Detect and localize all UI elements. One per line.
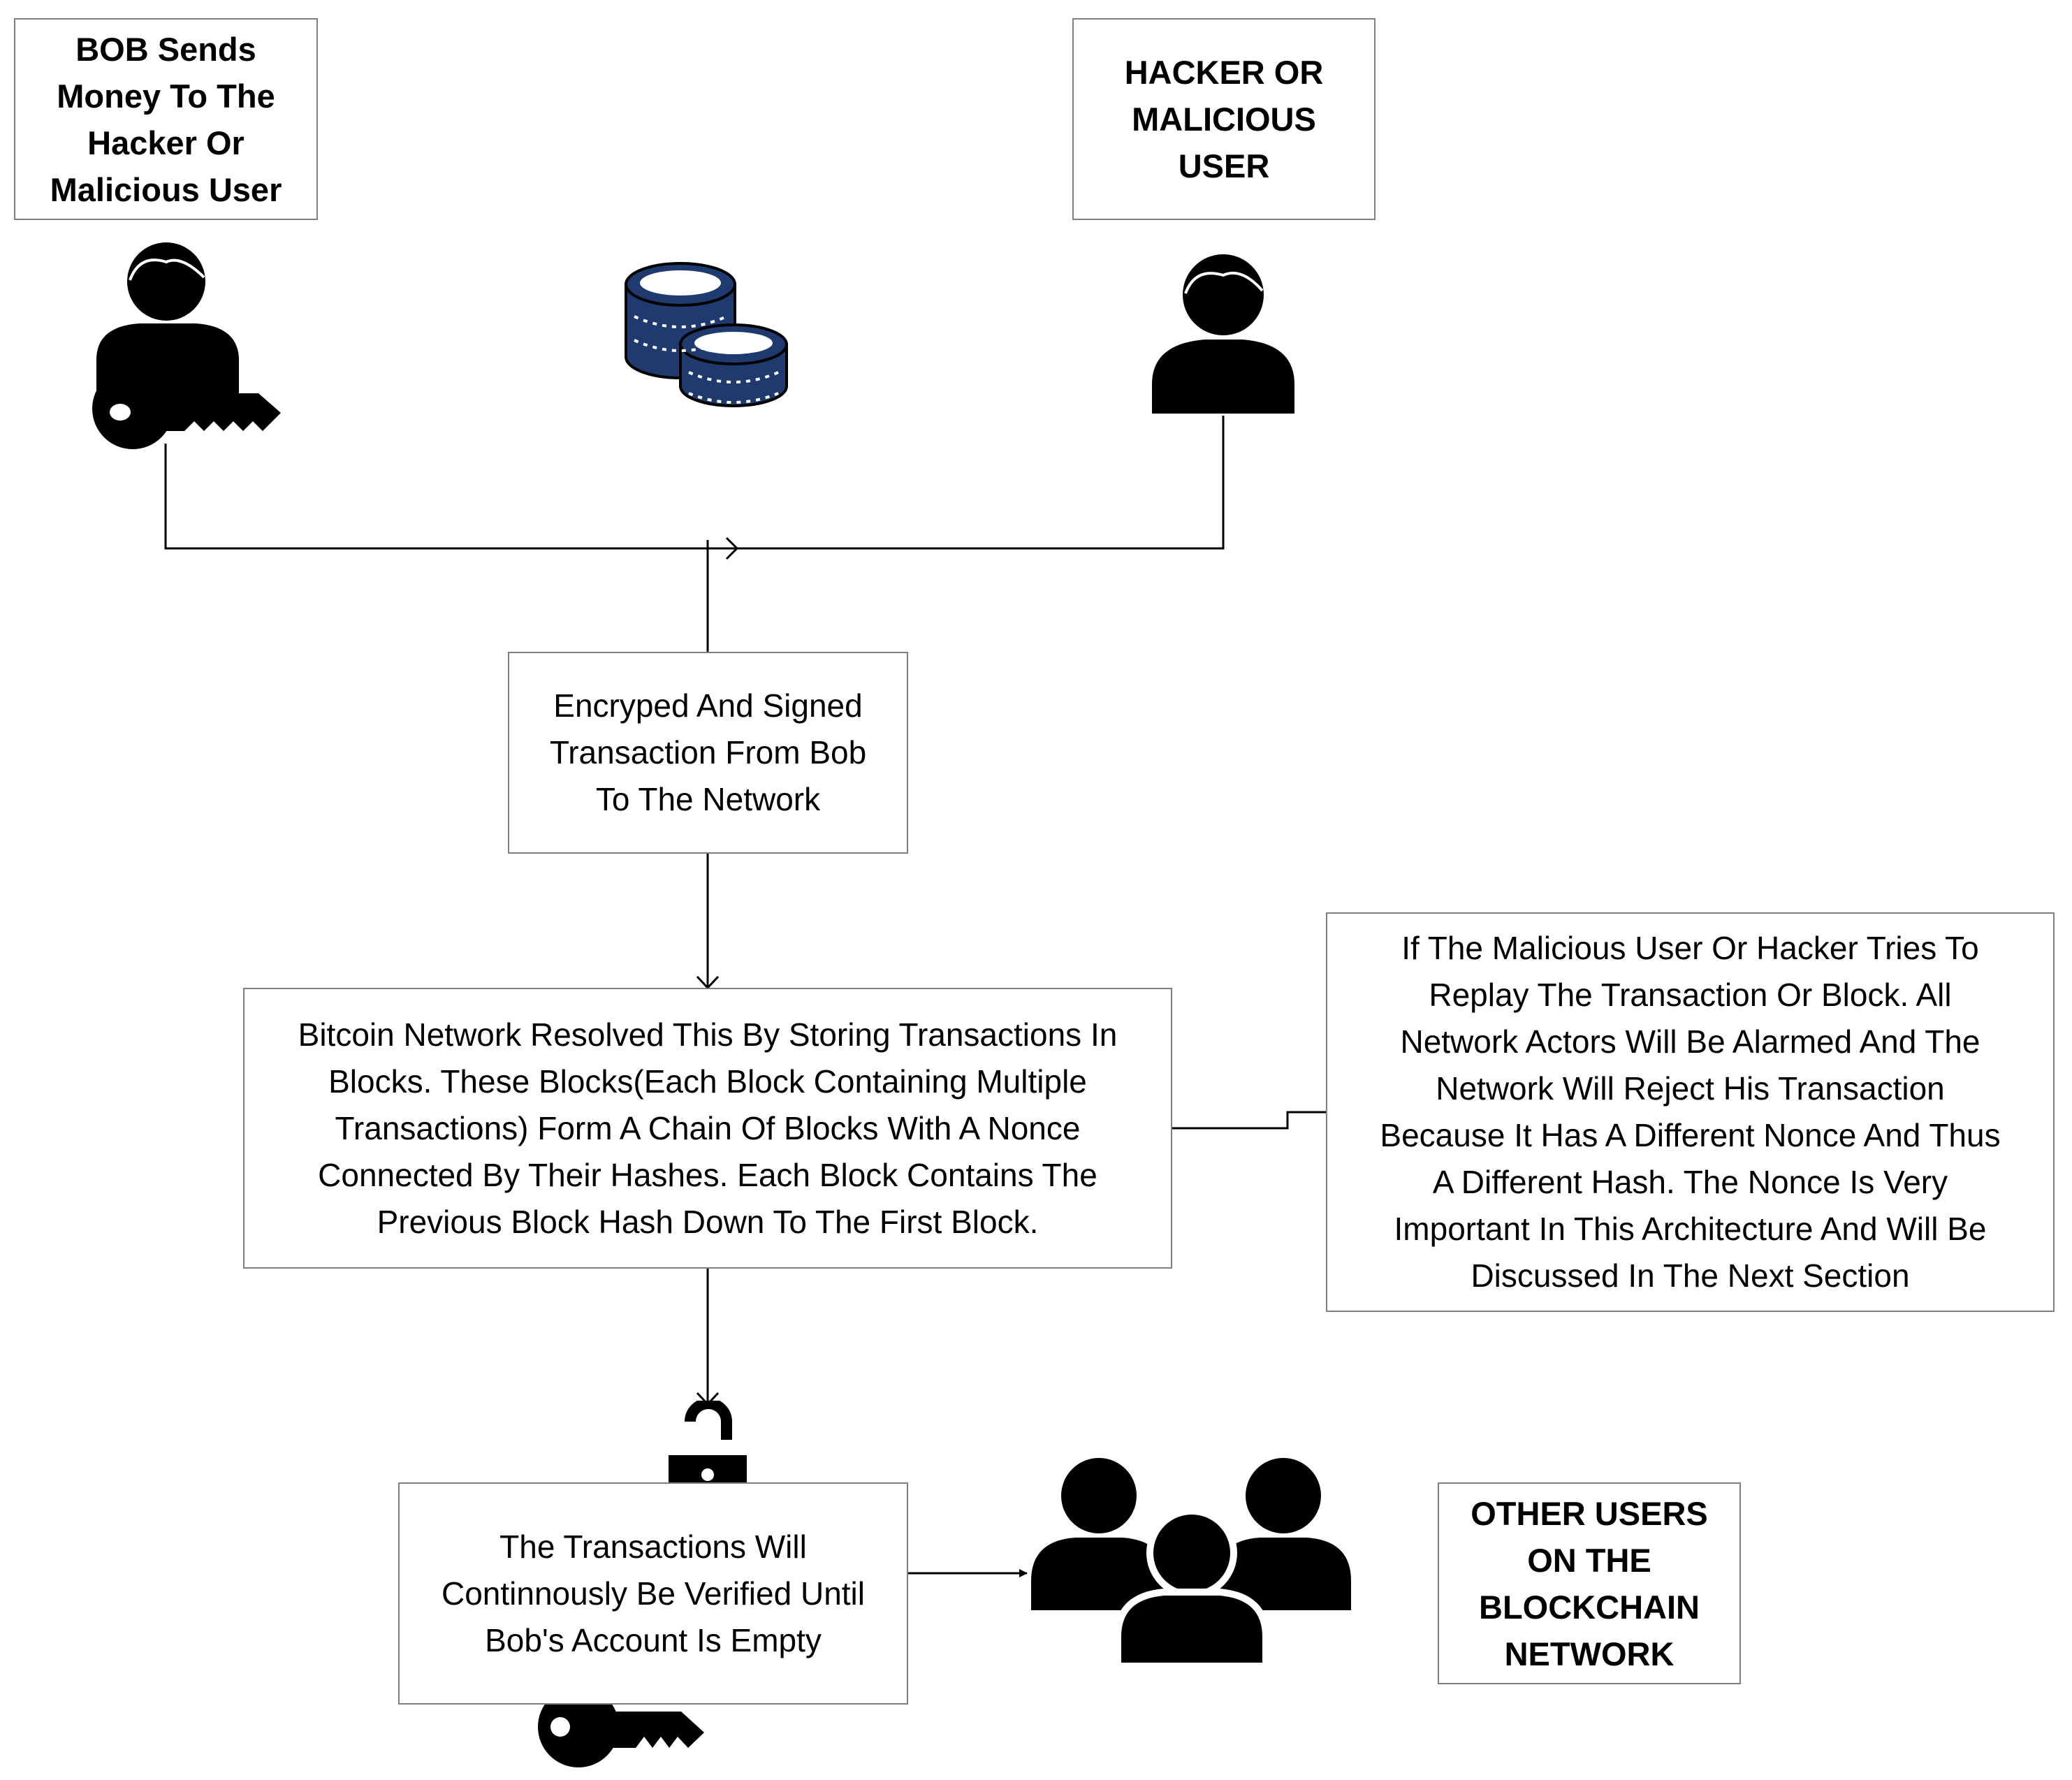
connector-hacker-to-network (708, 416, 1225, 550)
coins-stack-icon (625, 262, 788, 407)
user-icon (1152, 254, 1294, 414)
arrowhead-open (725, 537, 739, 560)
encrypted-transaction-text: Encryped And Signed Transaction From Bob… (549, 687, 867, 817)
bob-label: BOB Sends Money To The Hacker Or Malicio… (50, 30, 282, 208)
connector-bitcoin-to-replay (1172, 1111, 1326, 1130)
hacker-label-box: HACKER OR MALICIOUS USER (1072, 18, 1376, 220)
unlocked-padlock-icon (669, 1401, 747, 1491)
user-with-key-icon (92, 242, 281, 449)
user-group-icon (1031, 1458, 1351, 1666)
verification-text: The Transactions Will Continnously Be Ve… (442, 1528, 865, 1658)
replay-note-text: If The Malicious User Or Hacker Tries To… (1380, 930, 2001, 1294)
bitcoin-network-text: Bitcoin Network Resolved This By Storing… (298, 1016, 1118, 1240)
bitcoin-network-box: Bitcoin Network Resolved This By Storing… (243, 988, 1172, 1269)
other-users-label-box: OTHER USERS ON THE BLOCKCHAIN NETWORK (1438, 1482, 1741, 1684)
connector-bob-to-network (164, 444, 708, 550)
bob-label-box: BOB Sends Money To The Hacker Or Malicio… (14, 18, 318, 220)
hacker-label: HACKER OR MALICIOUS USER (1124, 54, 1324, 184)
encrypted-transaction-box: Encryped And Signed Transaction From Bob… (508, 652, 908, 854)
other-users-label: OTHER USERS ON THE BLOCKCHAIN NETWORK (1471, 1494, 1708, 1672)
key-icon (538, 1691, 704, 1767)
replay-note-box: If The Malicious User Or Hacker Tries To… (1326, 912, 2055, 1312)
verification-box: The Transactions Will Continnously Be Ve… (398, 1482, 908, 1705)
